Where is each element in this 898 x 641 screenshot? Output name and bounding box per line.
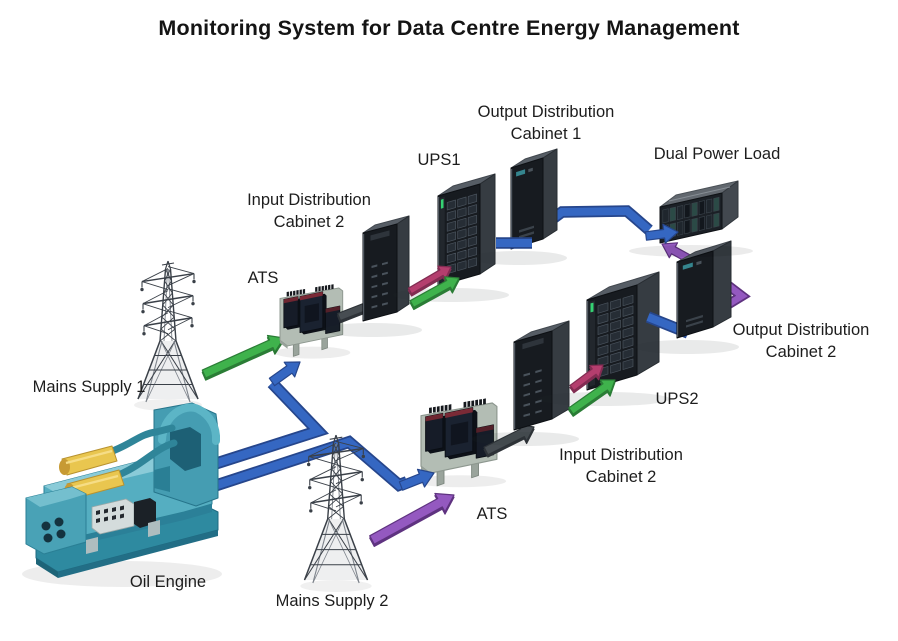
label-ups1: UPS1 <box>417 151 461 169</box>
label-ats-1: ATS <box>247 269 279 287</box>
diagram-title: Monitoring System for Data Centre Energy… <box>158 16 740 40</box>
label-line: Cabinet 2 <box>585 468 657 486</box>
label-line: Input Distribution <box>247 191 371 209</box>
label-oil-engine: Oil Engine <box>129 573 207 591</box>
label-line: Input Distribution <box>559 446 683 464</box>
label-line: Output Distribution <box>477 103 615 121</box>
label-line: Output Distribution <box>732 321 870 339</box>
label-mains-supply-1: Mains Supply 1 <box>32 378 146 396</box>
label-line: Cabinet 2 <box>765 343 837 361</box>
label-input-distribution-cabinet-top: Input Distribution Cabinet 2 <box>247 189 371 233</box>
label-output-distribution-cabinet-2: Output Distribution Cabinet 2 <box>733 319 870 363</box>
label-ats-2: ATS <box>476 505 508 523</box>
label-line: Cabinet 2 <box>273 213 345 231</box>
label-mains-supply-2: Mains Supply 2 <box>275 592 389 610</box>
label-line: Cabinet 1 <box>510 125 582 143</box>
label-ups2: UPS2 <box>655 390 699 408</box>
label-output-distribution-cabinet-1: Output Distribution Cabinet 1 <box>478 101 615 145</box>
label-dual-power-load: Dual Power Load <box>653 145 781 163</box>
label-input-distribution-cabinet-bottom: Input Distribution Cabinet 2 <box>559 444 683 488</box>
